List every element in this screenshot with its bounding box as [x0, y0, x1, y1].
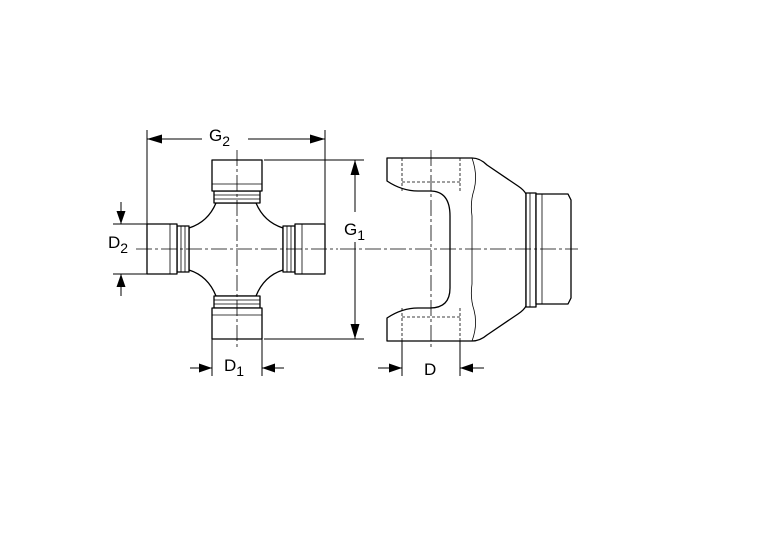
d1-label: D1: [224, 356, 244, 379]
g2-label: G2: [209, 126, 230, 149]
dimension-g1: G1: [264, 159, 365, 340]
d2-label: D2: [108, 233, 128, 256]
yoke: [340, 150, 578, 350]
cross-body: [188, 202, 284, 297]
universal-joint-cross: [136, 150, 338, 350]
yoke-hub-flange: [525, 192, 537, 308]
g1-label: G1: [344, 220, 365, 243]
yoke-body: [386, 157, 527, 342]
d-label: D: [424, 360, 436, 379]
dimension-d1: D1: [190, 339, 284, 379]
dimension-d: D: [378, 341, 484, 379]
dimension-g2: G2: [146, 126, 326, 224]
dimension-d2: D2: [108, 202, 147, 296]
